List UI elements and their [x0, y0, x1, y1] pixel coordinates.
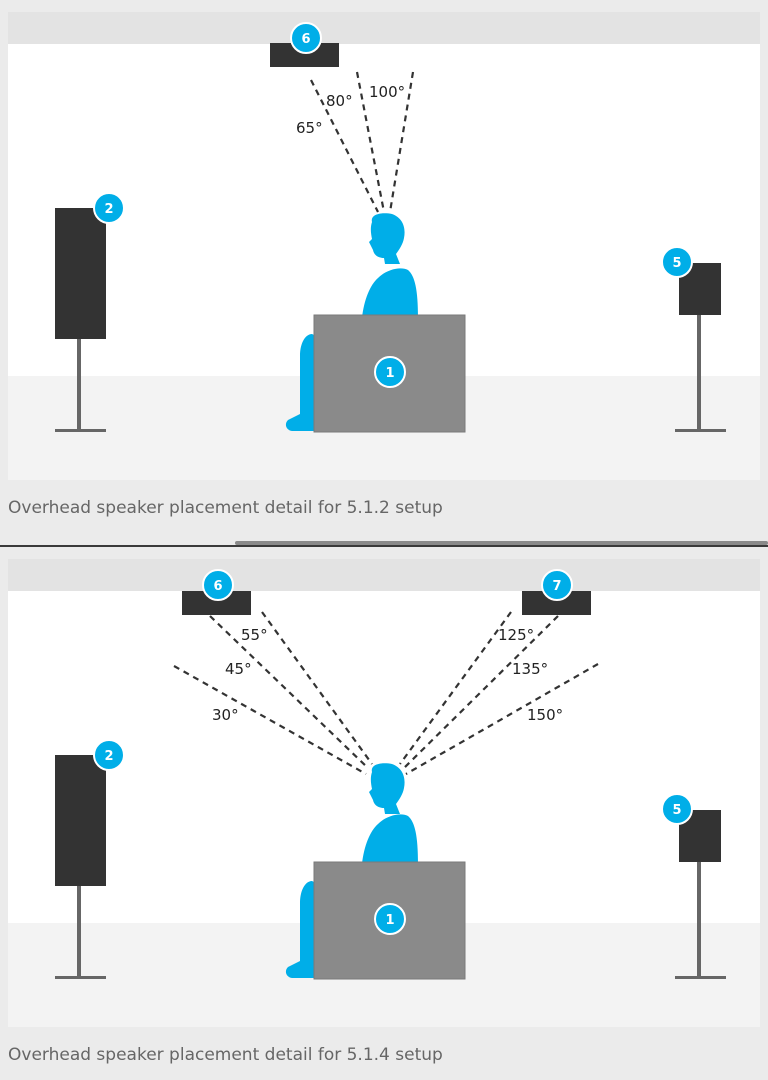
angle-label-135: 135° — [512, 660, 548, 678]
diagram-5-1-4-illustration: 55° 45° 30° 125° 135° 150° 6 7 2 5 — [8, 559, 760, 1027]
badge-number: 7 — [552, 579, 561, 594]
angle-line-135 — [403, 615, 559, 769]
angle-line-65 — [310, 79, 379, 213]
front-speaker — [55, 755, 106, 886]
angle-label-80: 80° — [326, 92, 353, 110]
room-ceiling — [8, 12, 760, 44]
surround-speaker-base — [675, 976, 726, 979]
seat-badge — [374, 903, 406, 935]
angle-line-80 — [355, 71, 386, 213]
speaker-badge — [290, 22, 322, 54]
diagram-5-1-2-illustration: 65° 80° 100° 6 2 5 1 — [8, 12, 760, 480]
angle-line-55 — [261, 611, 373, 765]
front-speaker-base — [55, 976, 106, 979]
front-speaker — [55, 208, 106, 339]
front-speaker-stand — [77, 885, 81, 978]
badge-number: 2 — [104, 749, 113, 764]
angle-line-125 — [399, 611, 512, 765]
badge-number: 6 — [301, 32, 310, 47]
angle-label-45: 45° — [225, 660, 252, 678]
angle-line-45 — [209, 615, 369, 769]
speaker-badge — [93, 739, 125, 771]
diagram-5-1-2: 65° 80° 100° 6 2 5 1 Overhead speaker pl… — [8, 12, 760, 518]
angle-label-30: 30° — [212, 706, 239, 724]
seat-badge — [374, 356, 406, 388]
angle-label-100: 100° — [369, 83, 405, 101]
angle-line-150 — [405, 663, 599, 775]
badge-number: 2 — [104, 202, 113, 217]
badge-number: 5 — [672, 803, 681, 818]
room-ceiling — [8, 559, 760, 591]
divider — [0, 545, 768, 547]
angle-lines — [173, 611, 599, 775]
scroll-indicator[interactable] — [235, 541, 768, 545]
badge-number: 1 — [385, 366, 394, 381]
angle-lines — [310, 71, 415, 213]
badge-number: 6 — [213, 579, 222, 594]
diagram-5-1-4: 55° 45° 30° 125° 135° 150° 6 7 2 5 — [0, 550, 768, 1080]
angle-label-65: 65° — [296, 119, 323, 137]
caption: Overhead speaker placement detail for 5.… — [8, 1045, 443, 1065]
angle-label-150: 150° — [527, 706, 563, 724]
speaker-badge — [202, 569, 234, 601]
angle-line-100 — [388, 71, 415, 213]
speaker-badge — [661, 793, 693, 825]
front-speaker-base — [55, 429, 106, 432]
angle-label-55: 55° — [241, 626, 268, 644]
angle-line-30 — [173, 665, 367, 775]
badge-number: 1 — [385, 913, 394, 928]
angle-label-125: 125° — [498, 626, 534, 644]
speaker-badge — [661, 246, 693, 278]
caption: Overhead speaker placement detail for 5.… — [8, 498, 443, 518]
surround-speaker-stand — [697, 861, 701, 979]
speaker-badge — [93, 192, 125, 224]
surround-speaker-base — [675, 429, 726, 432]
badge-number: 5 — [672, 256, 681, 271]
front-speaker-stand — [77, 338, 81, 431]
speaker-badge — [541, 569, 573, 601]
surround-speaker-stand — [697, 314, 701, 432]
